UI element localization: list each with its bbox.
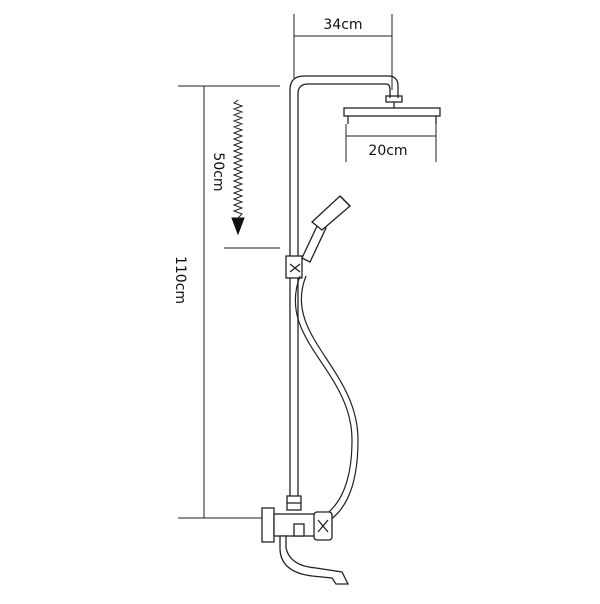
total-height-label: 110cm [172,256,188,304]
head-diameter-dimension [345,124,437,162]
hand-shower [301,195,351,263]
top-width-label: 34cm [323,17,362,33]
tub-spout [279,535,350,585]
mixer-valve [261,495,333,543]
slide-range-dimension [224,99,280,249]
slide-range-arrowhead-icon [231,217,245,236]
slide-range-label: 50cm [210,152,226,191]
riser-pipe [289,75,403,508]
slide-range-wavy-line [232,99,244,219]
shower-head [343,107,441,124]
hand-shower-holder [285,255,303,279]
flexible-hose [294,275,359,523]
top-width-dimension [293,14,393,90]
head-diameter-label: 20cm [368,143,407,159]
total-height-dimension [178,85,280,519]
